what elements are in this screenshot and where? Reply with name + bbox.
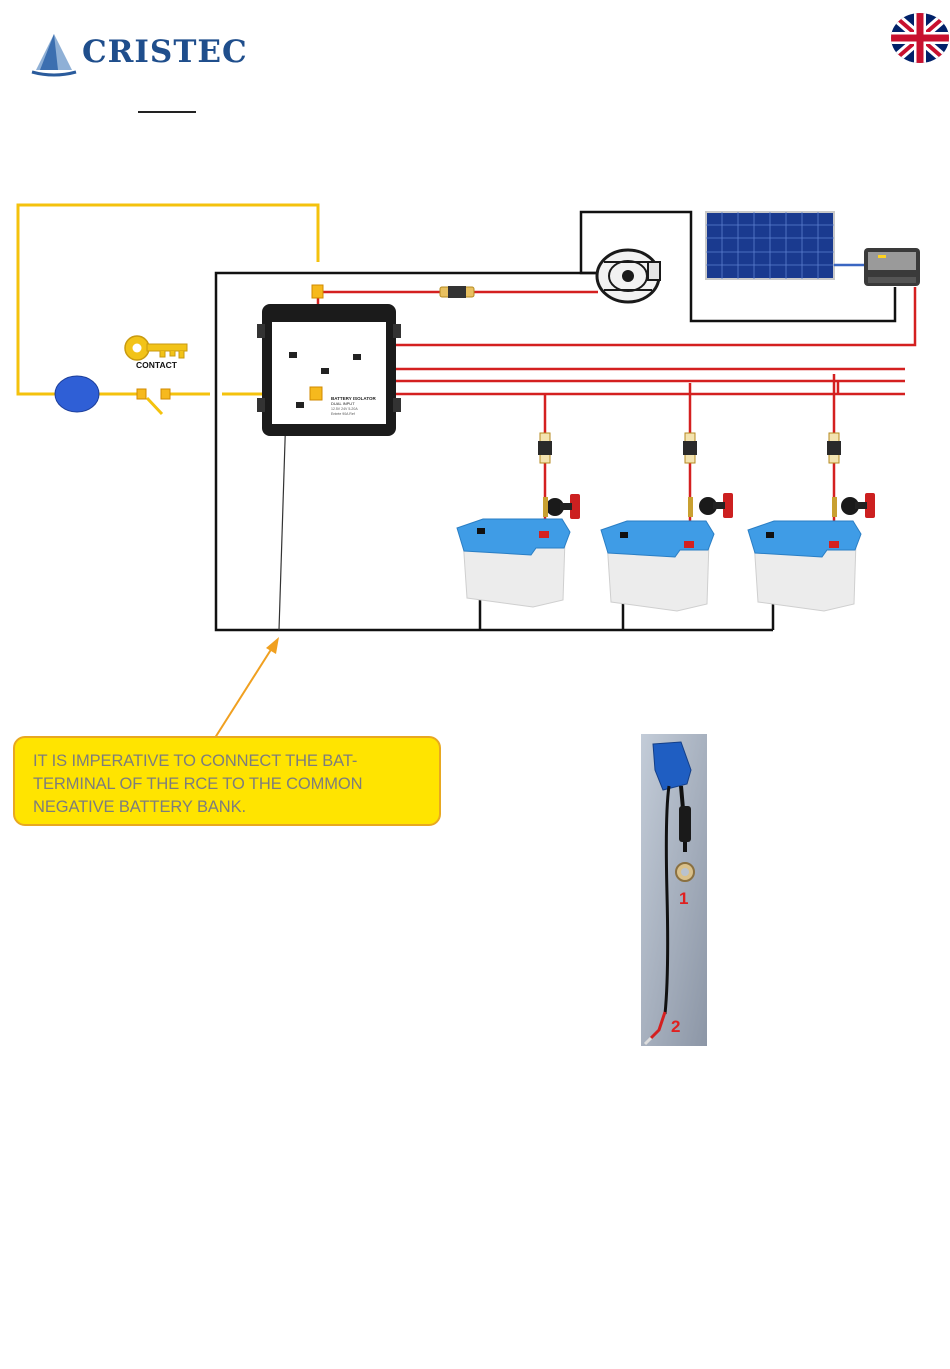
brand-logo: CRISTEC [30, 30, 240, 80]
cable-photo: 1 2 [641, 734, 707, 1046]
logo-wordmark: CRISTEC [82, 34, 248, 70]
isolator-label: Entrée 90A Ref [331, 412, 355, 416]
isolator-label: 12.5V 24V 5-20A [331, 407, 358, 411]
fuse [440, 286, 474, 298]
battery-isolator: BATTERY ISOLATOR DUAL INPUT 12.5V 24V 5-… [257, 304, 401, 436]
solar-regulator-icon [864, 248, 920, 286]
connector [310, 387, 322, 400]
starter-motor [55, 376, 99, 412]
battery-icon [748, 521, 861, 611]
ignition-switch [147, 398, 162, 414]
callout-text: IT IS IMPERATIVE TO CONNECT THE BAT- TER… [33, 750, 433, 819]
fuse [538, 433, 552, 463]
connector [137, 389, 146, 399]
wiring-diagram: CONTACT [0, 190, 950, 660]
warning-callout: IT IS IMPERATIVE TO CONNECT THE BAT- TER… [13, 736, 441, 826]
photo-label-2: 2 [671, 1017, 680, 1036]
battery-switch-icon [688, 493, 733, 518]
fuse [683, 433, 697, 463]
photo-label-1: 1 [679, 889, 688, 908]
connector [312, 285, 323, 298]
bat-negative-wire [279, 410, 286, 630]
title-underline [138, 111, 196, 113]
solar-panel-icon [706, 212, 834, 279]
battery-switch-icon [543, 494, 580, 519]
battery-icon [601, 521, 714, 611]
ignition-key-icon [125, 336, 187, 360]
connector [161, 389, 170, 399]
fuse [827, 433, 841, 463]
sailboat-triangle-icon [30, 30, 82, 80]
battery-icon [457, 519, 570, 607]
uk-flag-icon[interactable] [890, 12, 950, 64]
alternator-icon [597, 250, 660, 302]
isolator-label: DUAL INPUT [331, 401, 355, 406]
battery-switch-icon [832, 493, 875, 518]
contact-label: CONTACT [136, 360, 178, 370]
